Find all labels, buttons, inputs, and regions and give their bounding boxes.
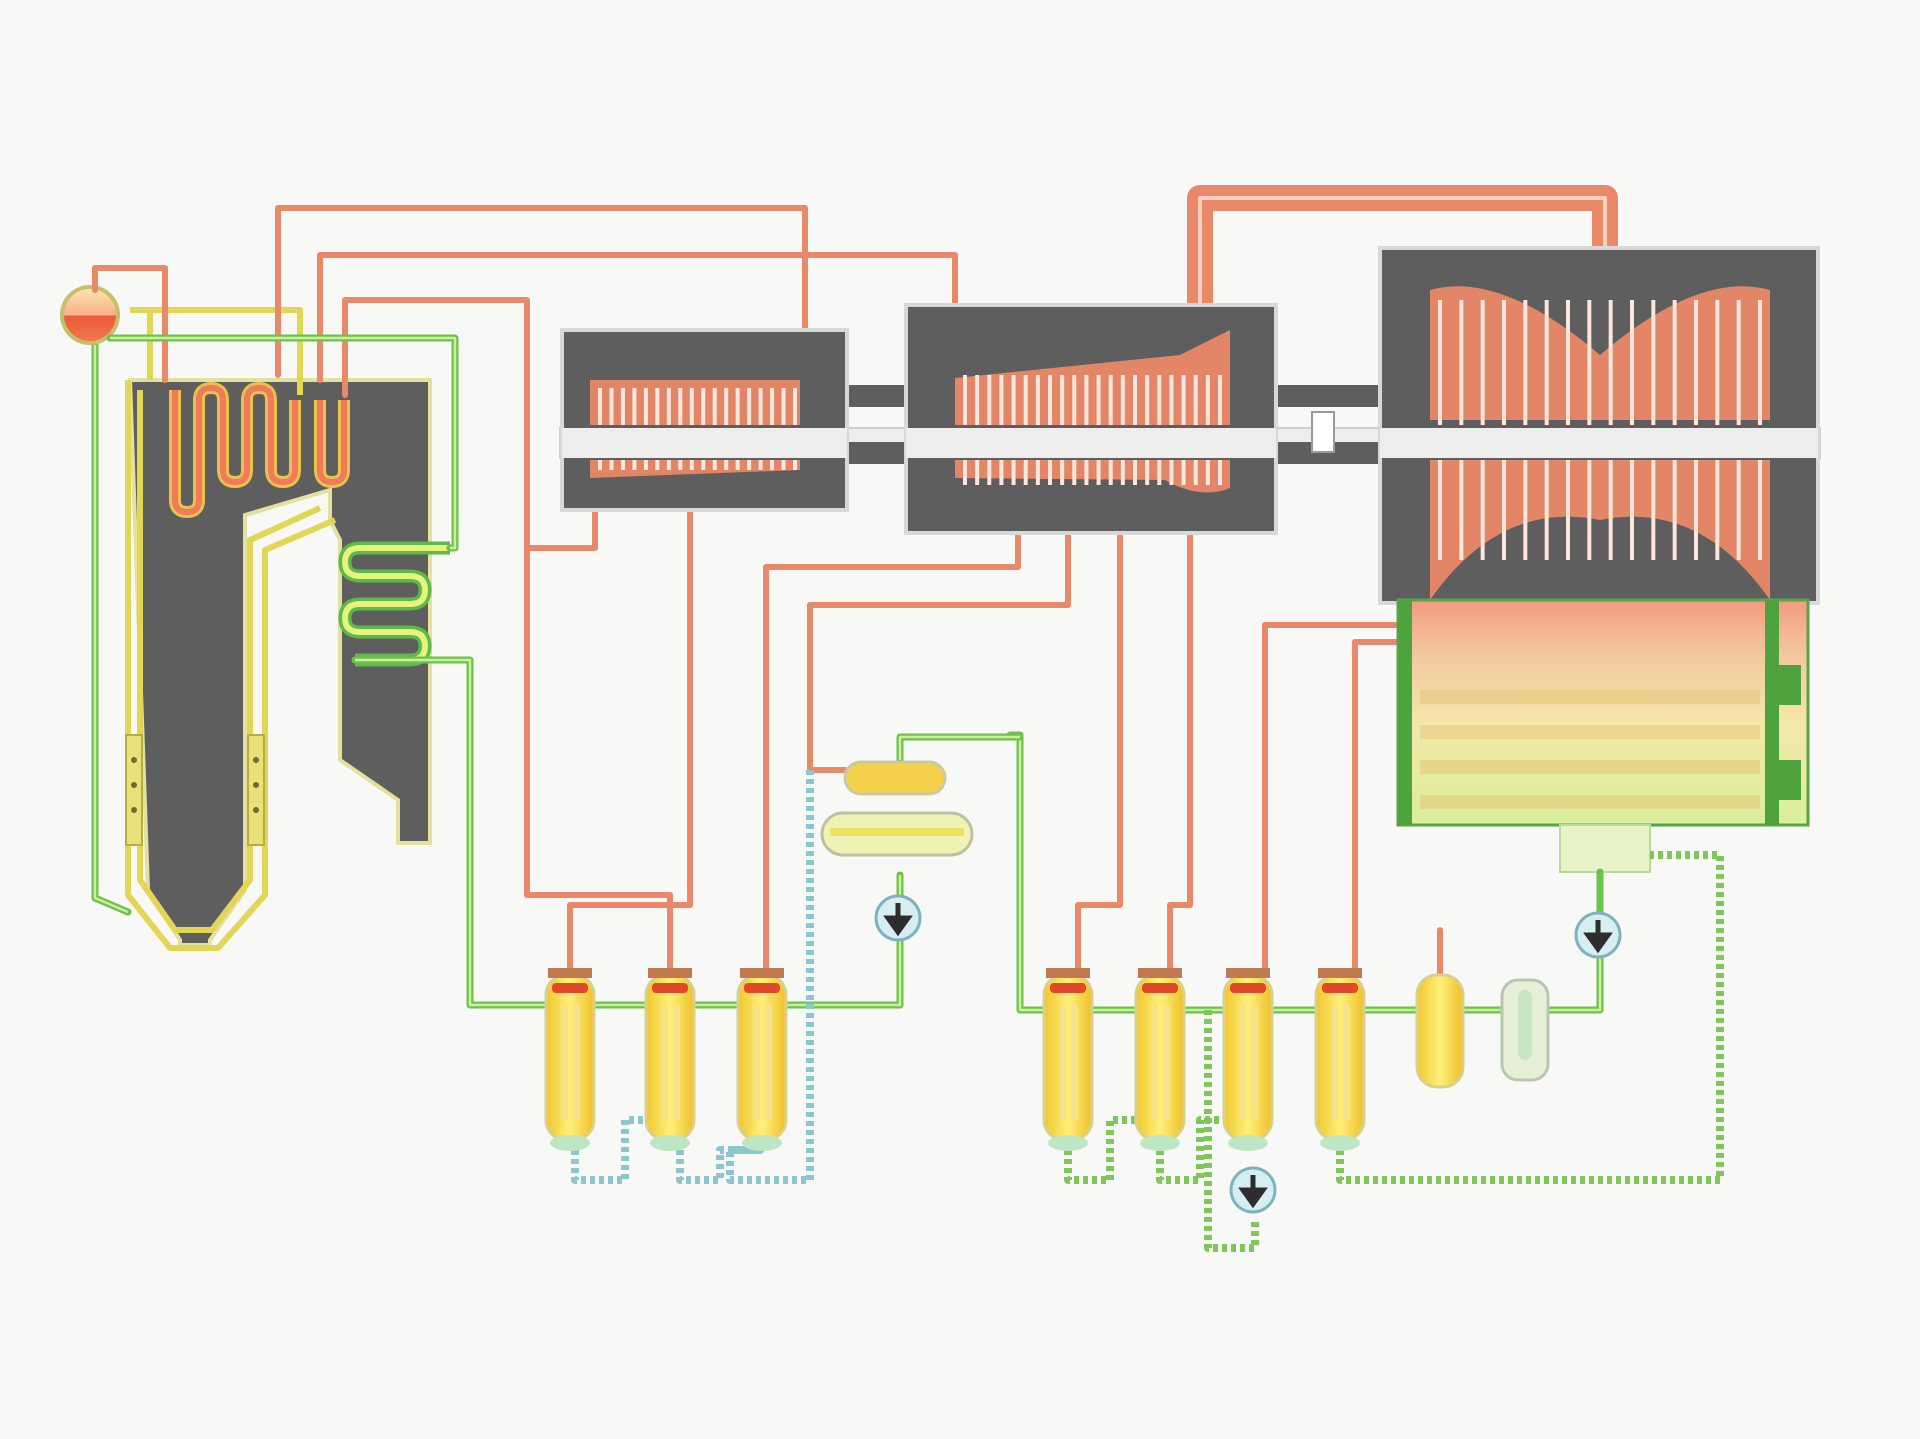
boiler-drum xyxy=(60,285,120,345)
lp-turbine xyxy=(1378,246,1820,605)
ip-turbine xyxy=(904,303,1278,535)
feedwater-heater xyxy=(736,968,788,1151)
feedwater-lines xyxy=(106,334,1604,1014)
drain-lines xyxy=(571,770,1724,1252)
heaters xyxy=(544,968,1366,1151)
pump-arrow-icon xyxy=(1583,920,1613,954)
gland-cooler xyxy=(1500,978,1550,1082)
pump-arrow-icon xyxy=(883,903,913,937)
feedwater-heater xyxy=(1314,968,1366,1151)
deaerator xyxy=(820,760,974,857)
condenser xyxy=(1396,598,1810,873)
feedwater-heater xyxy=(1222,968,1274,1151)
feedwater-heater xyxy=(1042,968,1094,1151)
coupling-icon xyxy=(1311,411,1335,453)
feedwater-heater xyxy=(1134,968,1186,1151)
feedwater-heater xyxy=(644,968,696,1151)
feed-pump[interactable] xyxy=(874,894,922,942)
burner-left-icon xyxy=(125,734,143,846)
ejector xyxy=(1415,973,1465,1089)
boiler xyxy=(91,307,450,951)
feedwater-heater xyxy=(544,968,596,1151)
drain-pump[interactable] xyxy=(1229,1166,1277,1214)
hp-turbine xyxy=(560,328,849,512)
superheater xyxy=(169,382,350,518)
economizer xyxy=(338,541,450,667)
pump-arrow-icon xyxy=(1238,1175,1268,1209)
burner-right-icon xyxy=(247,734,265,846)
condensate-pump[interactable] xyxy=(1574,911,1622,959)
